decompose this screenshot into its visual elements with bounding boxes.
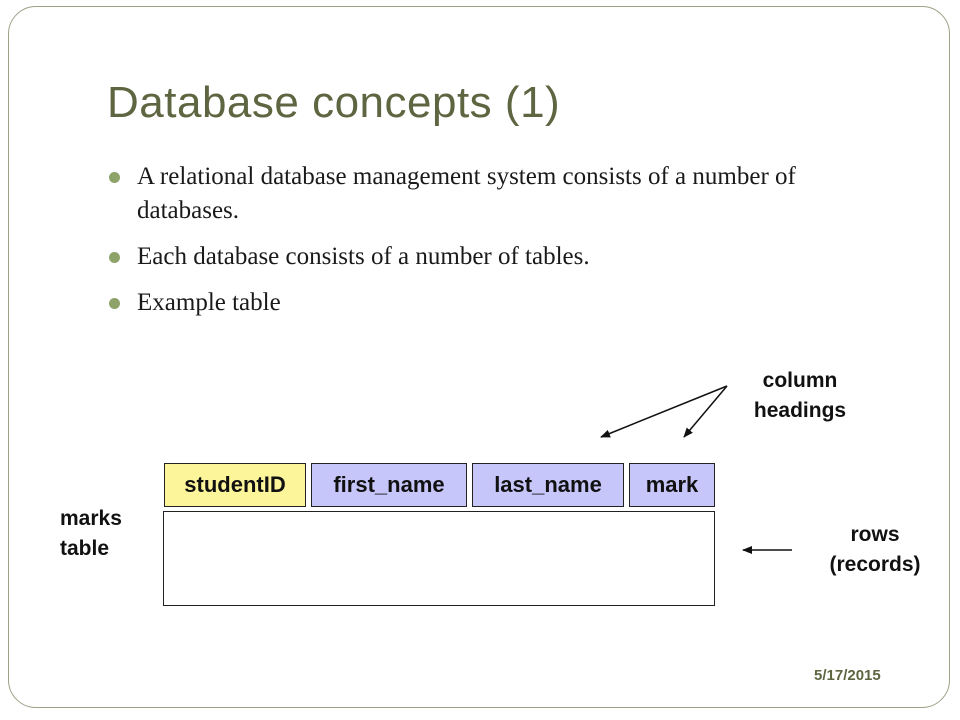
marks-table-line2: table: [60, 537, 110, 560]
rows-line1: rows: [850, 523, 900, 546]
rows-line2: (records): [829, 553, 921, 576]
bullet-text: A relational database management system …: [137, 163, 796, 224]
slide-title: Database concepts (1): [107, 78, 561, 127]
column-headings-label: column headings: [740, 366, 860, 426]
bullet-text: Each database consists of a number of ta…: [137, 243, 590, 270]
bullet-item: A relational database management system …: [106, 160, 846, 228]
marks-table-label: marks table: [60, 504, 122, 564]
column-headings-line2: headings: [753, 399, 847, 422]
column-header-studentid: studentID: [164, 463, 306, 507]
column-header-first-name: first_name: [311, 463, 467, 507]
bullet-list: A relational database management system …: [106, 160, 846, 332]
column-header-last-name: last_name: [472, 463, 624, 507]
bullet-text: Example table: [137, 289, 281, 316]
marks-table-line1: marks: [60, 507, 122, 530]
bullet-dot-icon: [109, 172, 120, 183]
slide-date: 5/17/2015: [814, 667, 881, 684]
table-rows-area: [163, 511, 715, 606]
arrow-to-column-heading-1: [600, 385, 728, 438]
bullet-item: Example table: [106, 286, 846, 320]
column-headings-line1: column: [762, 369, 838, 392]
rows-records-label: rows (records): [810, 520, 940, 580]
column-header-mark: mark: [629, 463, 715, 507]
arrow-to-column-heading-2: [683, 385, 728, 438]
bullet-item: Each database consists of a number of ta…: [106, 240, 846, 274]
bullet-dot-icon: [109, 298, 120, 309]
bullet-dot-icon: [109, 252, 120, 263]
